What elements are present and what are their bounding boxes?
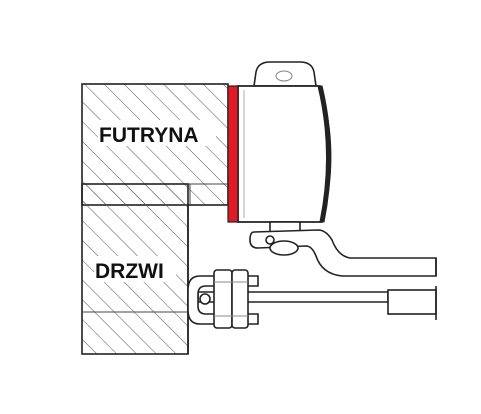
frame-label: FUTRYNA — [99, 124, 199, 147]
door-label: DRZWI — [95, 260, 164, 283]
door-label-bg — [94, 256, 176, 282]
gasket-strip — [227, 85, 239, 223]
closer-top-cap — [253, 61, 317, 87]
closer-body — [237, 85, 332, 223]
frame-label-bg — [98, 120, 216, 146]
closer-arm — [249, 229, 437, 277]
door-bracket — [187, 269, 259, 329]
